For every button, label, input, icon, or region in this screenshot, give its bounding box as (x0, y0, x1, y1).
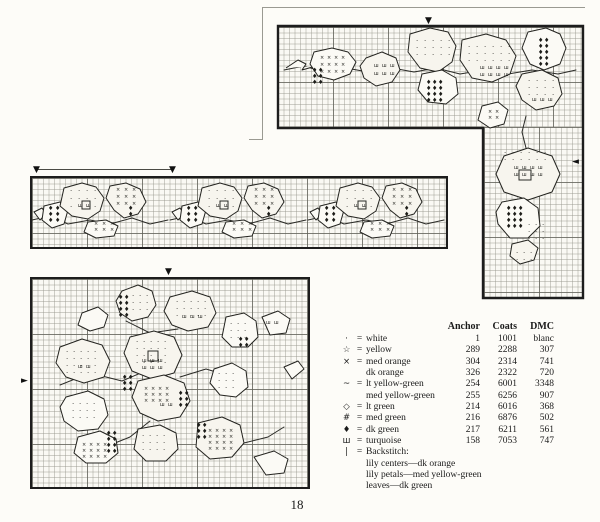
key-symbol: # (342, 413, 351, 424)
color-key-header: Anchor Coats DMC (340, 321, 554, 334)
square-chart-motifs (55, 284, 305, 476)
key-color-name: dk green (366, 424, 399, 435)
backstitch-note: lily petals—med yellow-green (366, 470, 482, 481)
key-equals: = (356, 345, 363, 356)
key-symbol: | (345, 447, 348, 458)
key-color-name: yellow (366, 345, 392, 356)
key-row: ~ =lt yellow-green 254 6001 3348 (340, 379, 554, 390)
key-row: med yellow-green 255 6256 907 (340, 391, 554, 402)
center-marker-down-icon: ▼ (425, 16, 432, 26)
backstitch-note: leaves—dk green (366, 481, 433, 492)
key-dmc-number: 907 (539, 390, 554, 401)
key-equals: = (356, 334, 363, 344)
key-dmc-number: blanc (533, 334, 554, 344)
key-color-name: white (366, 334, 388, 344)
key-header-dmc: DMC (530, 321, 554, 332)
key-anchor-number: 214 (465, 402, 480, 413)
key-equals: = (356, 413, 363, 424)
key-row: · =white 1 1001 blanc (340, 334, 554, 345)
key-row: ш =turquoise 158 7053 747 (340, 436, 554, 447)
key-anchor-number: 326 (465, 368, 480, 379)
key-anchor-number: 217 (465, 424, 480, 435)
key-dmc-number: 561 (539, 424, 554, 435)
key-color-name: med orange (366, 356, 411, 367)
key-dmc-number: 3348 (535, 379, 554, 390)
key-equals: = (356, 424, 363, 435)
key-dmc-number: 368 (539, 402, 554, 413)
key-coats-number: 6016 (498, 402, 517, 413)
key-row: | =Backstitch: (340, 447, 554, 458)
key-dmc-number: 502 (539, 413, 554, 424)
key-symbol: ◇ (343, 402, 350, 413)
key-row: ☆ =yellow 289 2288 307 (340, 345, 554, 356)
key-row: ◇ =lt green 214 6016 368 (340, 402, 554, 413)
key-symbol: ☆ (342, 345, 351, 356)
key-color-name: med yellow-green (366, 390, 435, 401)
repeat-marker-down-icon: ▼ (33, 165, 40, 175)
key-dmc-number: 720 (539, 368, 554, 379)
key-dmc-number: 307 (539, 345, 554, 356)
key-equals: = (356, 436, 363, 447)
key-equals: = (356, 356, 363, 367)
key-coats-number: 2322 (498, 368, 517, 379)
key-row: × =med orange 304 2314 741 (340, 357, 554, 368)
key-row: # =med green 216 6876 502 (340, 413, 554, 424)
center-marker-left-icon: ◄ (572, 157, 579, 167)
key-symbol: ш (342, 436, 351, 447)
center-marker-right-icon: ► (21, 376, 28, 386)
border-chart-motifs (31, 182, 445, 239)
key-row: dk orange 326 2322 720 (340, 368, 554, 379)
key-coats-number: 2288 (498, 345, 517, 356)
key-equals: = (356, 447, 363, 458)
repeat-marker-down-icon: ▼ (169, 165, 176, 175)
key-anchor-number: 158 (465, 436, 480, 447)
key-header-anchor: Anchor (447, 321, 480, 332)
key-anchor-number: 1 (475, 334, 480, 344)
key-color-name: Backstitch: (366, 447, 409, 458)
repeat-bracket (37, 169, 173, 170)
key-dmc-number: 741 (539, 356, 554, 367)
key-anchor-number: 216 (465, 413, 480, 424)
key-coats-number: 6876 (498, 413, 517, 424)
page-number: 18 (290, 497, 304, 512)
key-coats-number: 6256 (498, 390, 517, 401)
corner-rule-top (262, 7, 585, 8)
key-header-coats: Coats (492, 321, 517, 332)
key-anchor-number: 255 (465, 390, 480, 401)
center-marker-down-icon: ▼ (165, 267, 172, 277)
key-row: ♦ =dk green 217 6211 561 (340, 425, 554, 436)
key-symbol: × (342, 356, 351, 367)
corner-chart-motifs (276, 24, 585, 300)
corner-rule-foot (249, 139, 263, 140)
key-equals: = (356, 379, 363, 390)
key-color-name: med green (366, 413, 406, 424)
key-coats-number: 6001 (498, 379, 517, 390)
key-symbol: · (345, 334, 348, 344)
key-color-name: lt yellow-green (366, 379, 424, 390)
key-anchor-number: 304 (465, 356, 480, 367)
key-color-name: turquoise (366, 436, 402, 447)
key-color-name: dk orange (366, 368, 404, 379)
key-coats-number: 1001 (498, 334, 517, 344)
key-symbol: ♦ (342, 424, 351, 435)
key-coats-number: 6211 (498, 424, 517, 435)
key-coats-number: 2314 (498, 356, 517, 367)
key-coats-number: 7053 (498, 436, 517, 447)
backstitch-note: lily centers—dk orange (366, 458, 456, 469)
key-anchor-number: 289 (465, 345, 480, 356)
key-anchor-number: 254 (465, 379, 480, 390)
key-symbol: ~ (342, 379, 351, 390)
key-dmc-number: 747 (539, 436, 554, 447)
key-equals: = (356, 402, 363, 413)
corner-rule-left (262, 7, 263, 140)
key-color-name: lt green (366, 402, 395, 413)
